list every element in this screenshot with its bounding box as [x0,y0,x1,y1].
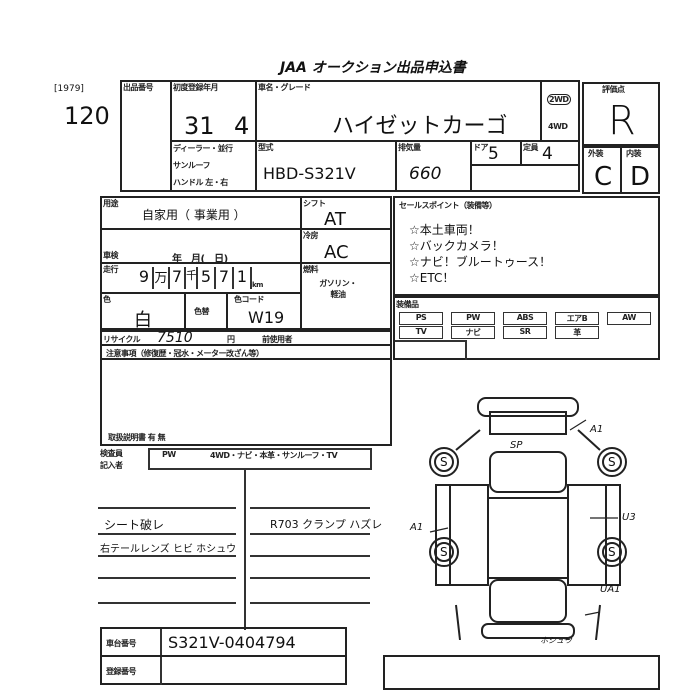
fuel-cell: 燃料 ガソリン・軽油 [300,262,392,330]
note-right-1: R703 クランプ ハズレ [270,518,383,531]
tire-front-right [597,447,627,477]
notes-box: 取扱説明書 有 無 [100,358,392,446]
inspection-cell: 車検 年 月( 日) [100,228,302,265]
equipment-row-2: TV ナビ SR 革 [399,326,599,339]
sales-points: ☆本土車両！ ☆バックカメラ！ ☆ナビ！ブルートゥース！ ☆ETC！ [409,223,552,285]
equipment-row-1: PS PW ABS エアB AW [399,312,651,325]
lot-number: 120 [64,102,110,130]
inspector-block: 検査員 記入者 PW 4WD・ナビ・本革・サンルーフ・TV [100,448,372,470]
drive-cell: 2WD 4WD [540,80,580,142]
displacement-cell: 排気量 660 [395,140,472,192]
color-code-value: W19 [248,308,285,327]
usage-value: 自家用（ 事業用 ） [142,208,246,222]
color-value: 白 [134,310,152,331]
tire-rear-right [597,537,627,567]
sheet-title: JAA オークション出品申込書 [280,60,466,76]
interior-grade: D [630,162,651,192]
aircon-value: AC [324,242,349,263]
color-cell: 色 白 [100,292,186,331]
color-code-cell: 色コード W19 [226,292,302,330]
registration-row: 登録番号 [100,655,347,685]
exterior-grade: C [594,162,613,192]
doors-cell: ドア 5 [470,140,522,166]
shift-cell: シフト AT [300,196,392,230]
chassis-number: S321V-0404794 [168,633,296,652]
year-cell: 初度登録年月 31 4 [170,80,257,142]
bottom-right-box [383,655,660,690]
notes-divider [244,470,246,630]
mileage-digits: 9 万 7 千 5 7 1 km [136,267,263,289]
capacity-value: 4 [542,144,553,164]
score-cell: 評価点 R [582,82,660,146]
usage-cell: 用途 自家用（ 事業用 ） [100,196,302,230]
mileage-cell: 走行 9 万 7 千 5 7 1 km [100,262,302,294]
month-value: 4 [234,112,250,140]
sales-point-box: セールスポイント（装備等） ☆本土車両！ ☆バックカメラ！ ☆ナビ！ブルートゥー… [393,196,660,296]
car-damage-diagram [429,397,627,640]
blank-cell [470,164,580,192]
doors-value: 5 [488,144,499,164]
aircon-cell: 冷房 AC [300,228,392,264]
score-value: R [608,98,636,144]
tire-rear-left [429,537,459,567]
model-code: HBD-S321V [263,164,356,183]
displacement-value: 660 [409,164,442,184]
note-left-1: シート破レ [104,518,165,532]
note-left-2: 右テールレンズ ヒビ ホシュウ [100,544,237,555]
chassis-row: 車台番号 S321V-0404794 [100,627,347,657]
name-cell: 車名・グレード ハイゼットカーゴ [255,80,542,142]
color-change-cell: 色替 [184,292,228,330]
model-cell: 型式 HBD-S321V [255,140,397,192]
exterior-cell: 外装 C [582,146,622,194]
car-name: ハイゼットカーゴ [332,114,508,139]
sub-cells: ディーラー・並行 サンルーフ ハンドル 左・右 [170,140,257,192]
interior-cell: 内装 D [620,146,660,194]
lot-cell: 出品番号 [120,80,172,192]
equipment-box: 装備品 PS PW ABS エアB AW TV ナビ SR 革 [393,296,660,360]
ref-code: [1979] [54,84,84,94]
capacity-cell: 定員 4 [520,140,580,166]
tire-front-left [429,447,459,477]
shift-value: AT [324,209,346,230]
diagram-marks: A1 SP A1 U3 UA1 A2 ホシュウ S S S S [410,424,636,645]
year-value: 31 [184,112,215,140]
recycle-fee: 7510 [157,330,193,346]
